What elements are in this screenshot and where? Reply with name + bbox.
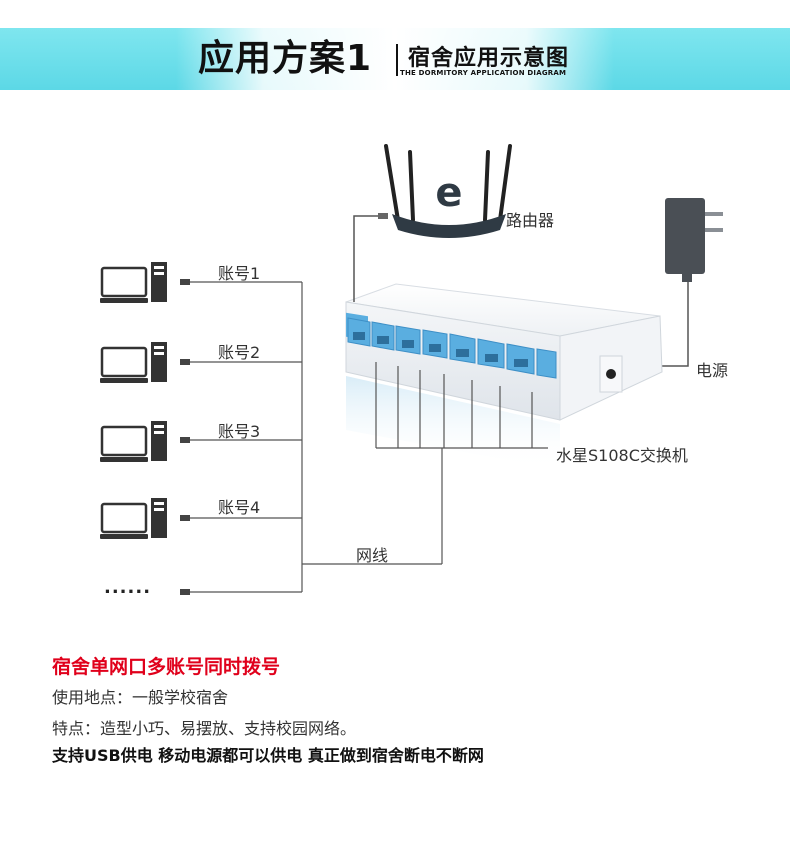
svg-text:e: e — [435, 170, 462, 216]
network-cables — [190, 281, 442, 593]
computer-icon-4 — [100, 498, 167, 539]
page-subtitle-en: THE DORMITORY APPLICATION DIAGRAM — [400, 69, 567, 77]
switch-icon — [345, 283, 663, 470]
router-plug — [378, 213, 388, 219]
computer-icon-1 — [100, 262, 167, 303]
features-text: 特点：造型小巧、易摆放、支持校园网络。 — [52, 719, 357, 738]
computer-plugs — [180, 279, 190, 595]
account-label-2: 账号2 — [218, 343, 261, 362]
title-divider — [396, 44, 398, 76]
switch-cable-bundle — [375, 362, 548, 564]
router-cable — [353, 215, 384, 302]
power-label: 电源 — [696, 361, 729, 380]
router-label: 路由器 — [506, 211, 555, 230]
page-subtitle-cn: 宿舍应用示意图 — [408, 46, 570, 71]
router-icon: e — [384, 144, 512, 238]
network-line-label: 网线 — [356, 546, 389, 565]
account-label-1: 账号1 — [218, 264, 261, 283]
usb-power-note: 支持USB供电 移动电源都可以供电 真正做到宿舍断电不断网 — [52, 746, 484, 765]
account-label-3: 账号3 — [218, 422, 261, 441]
computer-icon-2 — [100, 342, 167, 383]
power-adapter-icon — [665, 198, 723, 282]
more-accounts-ellipsis: ...... — [104, 577, 152, 598]
page-title: 应用方案1 — [198, 38, 373, 79]
usage-location: 使用地点：一般学校宿舍 — [52, 688, 229, 707]
power-cable — [655, 282, 689, 367]
computer-icon-3 — [100, 421, 167, 462]
account-label-4: 账号4 — [218, 498, 261, 517]
footer-headline: 宿舍单网口多账号同时拨号 — [52, 656, 281, 678]
switch-label: 水星S108C交换机 — [556, 446, 688, 465]
header-banner-highlight — [176, 28, 614, 90]
